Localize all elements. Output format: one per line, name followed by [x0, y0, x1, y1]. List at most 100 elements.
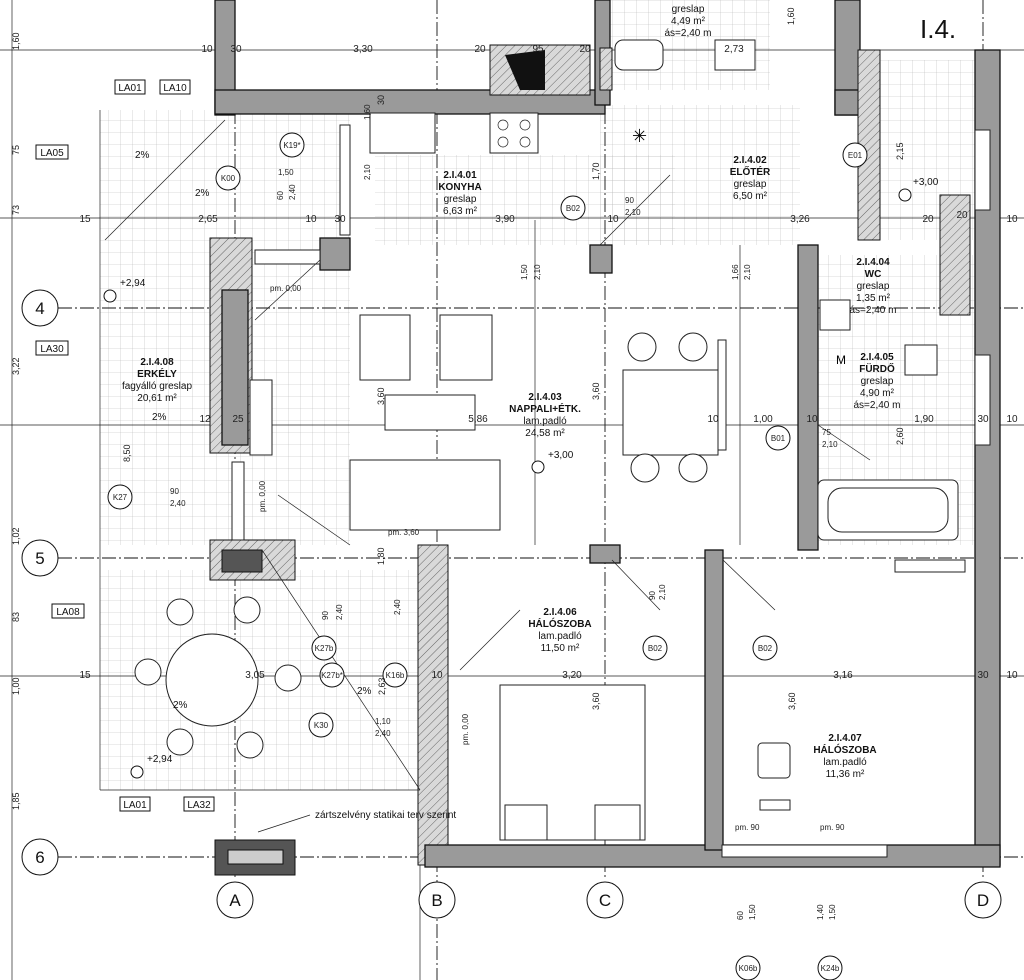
tiled-floors	[100, 0, 975, 790]
svg-text:20,61 m²: 20,61 m²	[137, 393, 177, 404]
opening-labels: K19* K00 K27 K27b K27b* K16b K30 B02 B01…	[107, 132, 868, 980]
svg-text:1,60: 1,60	[363, 104, 372, 120]
svg-text:15: 15	[79, 670, 91, 681]
svg-text:6,63 m²: 6,63 m²	[443, 206, 478, 217]
svg-text:2,73: 2,73	[724, 44, 744, 55]
svg-text:30: 30	[977, 670, 989, 681]
grid-bubbles: A B C D 4 5 6	[21, 289, 1002, 919]
svg-text:1,60: 1,60	[11, 32, 21, 50]
svg-text:+2,94: +2,94	[120, 278, 146, 289]
svg-text:6,50 m²: 6,50 m²	[733, 191, 768, 202]
svg-text:3,20: 3,20	[562, 670, 582, 681]
svg-text:KONYHA: KONYHA	[438, 182, 481, 193]
svg-text:90: 90	[625, 196, 634, 205]
svg-text:1,50: 1,50	[520, 264, 529, 280]
svg-text:10: 10	[431, 670, 443, 681]
wall-tags: LA01 LA10 LA05 LA30 LA08 LA01 LA32	[35, 79, 215, 812]
svg-text:83: 83	[11, 612, 21, 622]
room-labels: 2.I.4.01 KONYHA greslap 6,63 m² 2.I.4.02…	[122, 4, 956, 780]
fixture-symbol: ✳	[632, 126, 647, 146]
room-haloszoba-2: 2.I.4.07 HÁLÓSZOBA lam.padló 11,36 m²	[813, 733, 876, 780]
svg-text:1,60: 1,60	[786, 7, 796, 25]
svg-text:20: 20	[922, 214, 934, 225]
svg-text:ás=2,40 m: ás=2,40 m	[665, 28, 712, 39]
svg-text:20: 20	[956, 210, 968, 221]
grid-col-a: A	[229, 891, 241, 910]
svg-text:greslap: greslap	[734, 179, 767, 190]
svg-text:pm. 0,00: pm. 0,00	[258, 480, 267, 512]
svg-text:2,10: 2,10	[533, 264, 542, 280]
svg-text:1,90: 1,90	[914, 414, 934, 425]
svg-text:12: 12	[199, 414, 211, 425]
svg-text:2,40: 2,40	[335, 604, 344, 620]
svg-text:2,10: 2,10	[822, 440, 838, 449]
svg-text:10: 10	[1006, 214, 1018, 225]
svg-text:+3,00: +3,00	[913, 177, 939, 188]
svg-text:5,86: 5,86	[468, 414, 488, 425]
svg-text:1,66: 1,66	[731, 264, 740, 280]
svg-text:3,60: 3,60	[591, 382, 601, 400]
svg-text:LA05: LA05	[40, 148, 64, 159]
svg-text:2,63: 2,63	[377, 677, 387, 695]
svg-text:1,02: 1,02	[11, 527, 21, 545]
room-dimensions: 1,50 2,40 60 90 2,10 pm. 0,00 pm. 0,00 p…	[170, 7, 905, 920]
svg-text:2,10: 2,10	[625, 208, 641, 217]
svg-text:LA30: LA30	[40, 344, 64, 355]
svg-text:1,40: 1,40	[816, 904, 825, 920]
svg-text:2.I.4.04: 2.I.4.04	[856, 257, 890, 268]
svg-text:10: 10	[607, 214, 619, 225]
svg-text:3,30: 3,30	[353, 44, 373, 55]
meter-symbol: M	[836, 353, 846, 367]
svg-text:K27b: K27b	[315, 644, 334, 653]
svg-text:K06b: K06b	[739, 964, 758, 973]
svg-text:HÁLÓSZOBA: HÁLÓSZOBA	[813, 743, 876, 756]
svg-text:10: 10	[305, 214, 317, 225]
svg-text:2,10: 2,10	[363, 164, 372, 180]
svg-text:2.I.4.07: 2.I.4.07	[828, 733, 862, 744]
svg-text:1,00: 1,00	[11, 677, 21, 695]
svg-text:greslap: greslap	[857, 281, 890, 292]
svg-text:2.I.4.03: 2.I.4.03	[528, 392, 562, 403]
svg-text:B02: B02	[566, 204, 581, 213]
svg-text:LA10: LA10	[163, 83, 187, 94]
svg-text:60: 60	[276, 191, 285, 200]
svg-text:2,40: 2,40	[288, 184, 297, 200]
svg-text:90: 90	[321, 611, 330, 620]
room-erkely: 2.I.4.08 ERKÉLY fagyálló greslap 20,61 m…	[122, 357, 192, 404]
svg-text:3,22: 3,22	[11, 357, 21, 375]
svg-text:lam.padló: lam.padló	[823, 757, 867, 768]
svg-text:K19*: K19*	[283, 141, 300, 150]
svg-text:75: 75	[822, 428, 831, 437]
svg-text:24,58 m²: 24,58 m²	[525, 428, 565, 439]
svg-text:3,16: 3,16	[833, 670, 853, 681]
svg-text:73: 73	[11, 205, 21, 215]
svg-text:2%: 2%	[152, 412, 167, 423]
svg-text:3,60: 3,60	[376, 387, 386, 405]
svg-text:2,60: 2,60	[895, 427, 905, 445]
left-dimensions: 1,60 75 73 3,22 8,50 1,02 83 1,00 1,85	[11, 32, 132, 810]
room-nappali: 2.I.4.03 NAPPALI+ÉTK. lam.padló 24,58 m²	[509, 392, 581, 439]
structural-note: zártszelvény statikai terv szerint	[257, 810, 456, 833]
svg-text:greslap: greslap	[861, 376, 894, 387]
svg-text:15: 15	[79, 214, 91, 225]
svg-text:11,36 m²: 11,36 m²	[826, 769, 865, 780]
svg-text:fagyálló greslap: fagyálló greslap	[122, 381, 192, 392]
svg-text:3,26: 3,26	[790, 214, 810, 225]
svg-text:1,70: 1,70	[591, 162, 601, 180]
svg-text:FÜRDŐ: FÜRDŐ	[859, 362, 895, 375]
svg-text:2,40: 2,40	[375, 729, 391, 738]
grid-row-6: 6	[35, 848, 44, 867]
svg-text:1,00: 1,00	[753, 414, 773, 425]
svg-text:75: 75	[11, 145, 21, 155]
svg-text:1,50: 1,50	[828, 904, 837, 920]
grid-col-d: D	[977, 891, 989, 910]
svg-text:10: 10	[1006, 414, 1018, 425]
svg-text:60: 60	[736, 911, 745, 920]
svg-text:1,50: 1,50	[278, 168, 294, 177]
room-konyha: 2.I.4.01 KONYHA greslap 6,63 m²	[438, 170, 481, 217]
grid-col-c: C	[599, 891, 611, 910]
svg-text:10: 10	[806, 414, 818, 425]
svg-text:K00: K00	[221, 174, 236, 183]
svg-text:K24b: K24b	[821, 964, 840, 973]
